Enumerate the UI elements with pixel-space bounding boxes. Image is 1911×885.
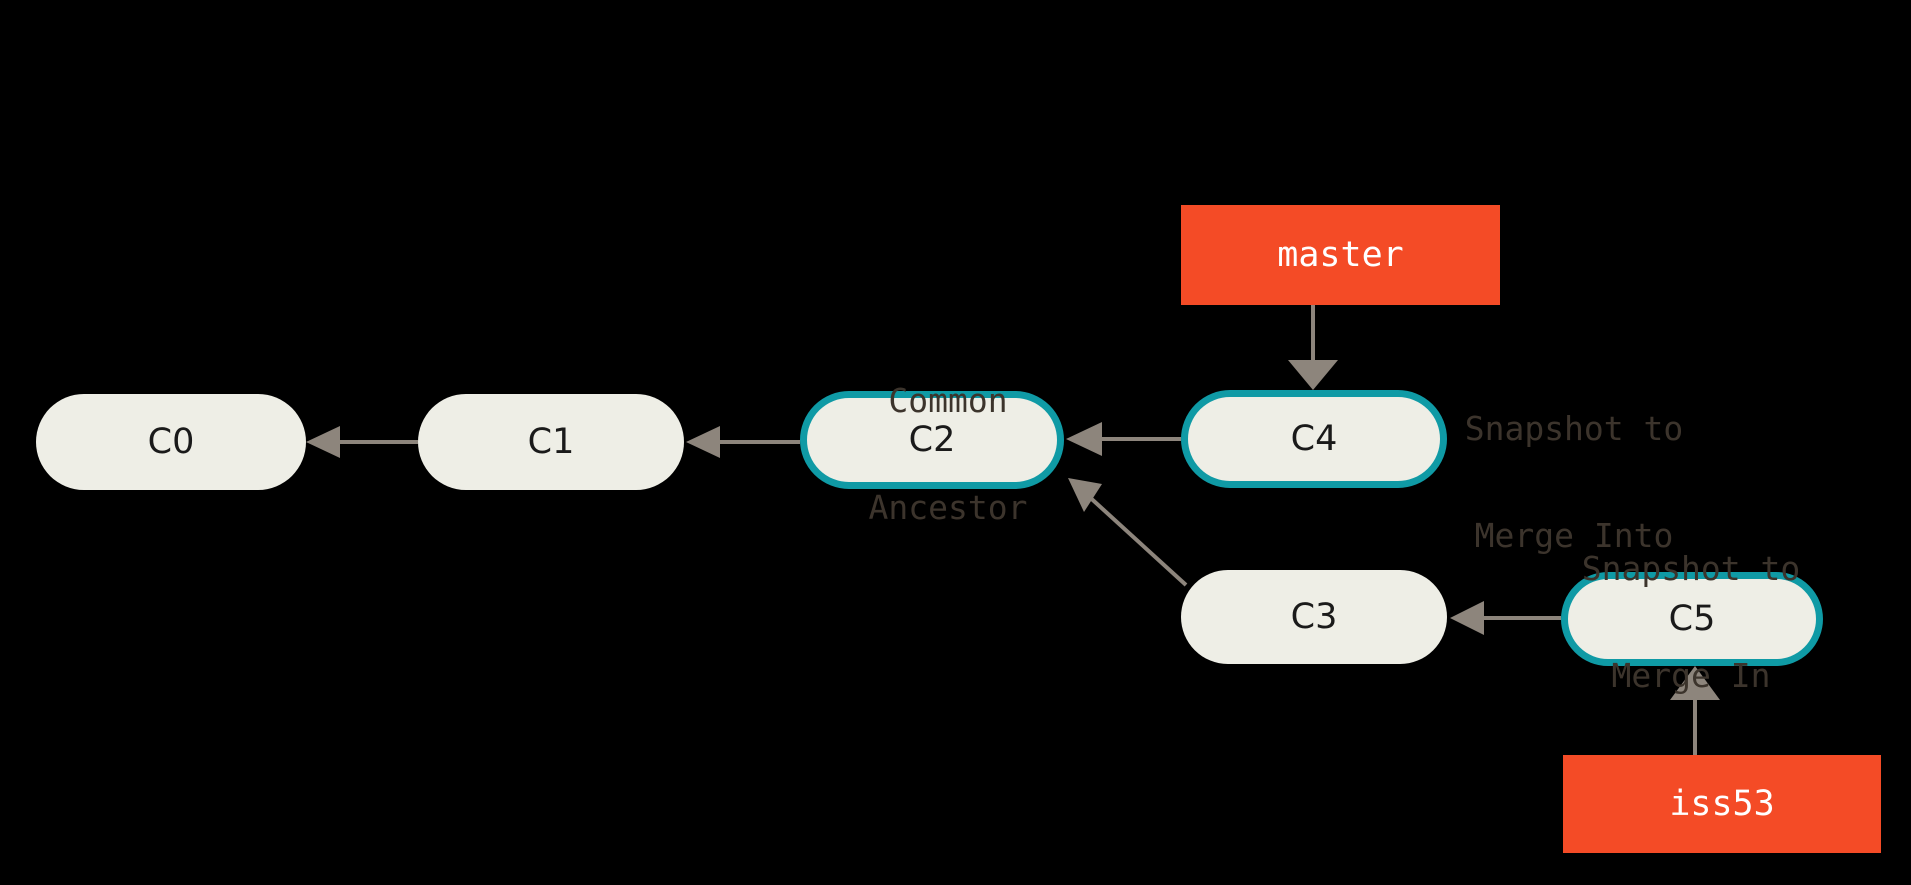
branch-label-master: master xyxy=(1277,234,1404,275)
commit-label-c2: C2 xyxy=(908,419,956,460)
branch-box-master[interactable]: master xyxy=(1181,205,1500,305)
commit-label-c5: C5 xyxy=(1668,598,1716,639)
annotation-snapshot-to-merge-in: Snapshot to Merge In xyxy=(1571,480,1811,765)
edge-c1-to-c0 xyxy=(306,426,418,458)
edge-c3-to-c2 xyxy=(1068,478,1188,587)
edge-c2-to-c1 xyxy=(686,426,800,458)
edge-master-to-c4 xyxy=(1288,305,1338,390)
commit-label-c3: C3 xyxy=(1290,596,1338,637)
edge-c4-to-c2 xyxy=(1066,422,1181,456)
annotation-snapshot-to-merge-into-line2: Merge Into xyxy=(1474,516,1674,556)
branch-label-iss53: iss53 xyxy=(1669,783,1775,824)
commit-node-c1[interactable]: C1 xyxy=(418,394,684,490)
annotation-common-ancestor-line1: Common xyxy=(888,381,1008,421)
commit-node-c4[interactable]: C4 xyxy=(1181,390,1447,488)
branch-box-iss53[interactable]: iss53 xyxy=(1563,755,1881,853)
commit-label-c4: C4 xyxy=(1290,418,1338,459)
commit-node-c2[interactable]: C2 xyxy=(800,391,1064,489)
annotation-snapshot-to-merge-in-line2: Merge In xyxy=(1611,656,1771,696)
commit-node-c5[interactable]: C5 xyxy=(1561,572,1823,666)
commit-node-c0[interactable]: C0 xyxy=(36,394,306,490)
edge-c5-to-c3 xyxy=(1450,601,1561,635)
commit-node-c3[interactable]: C3 xyxy=(1181,570,1447,664)
commit-label-c0: C0 xyxy=(147,421,195,462)
edge-iss53-to-c5 xyxy=(1670,666,1720,755)
annotation-common-ancestor-line2: Ancestor xyxy=(868,488,1028,528)
annotation-snapshot-to-merge-into: Snapshot to Merge Into xyxy=(1454,340,1694,625)
annotation-common-ancestor: Common Ancestor xyxy=(843,312,1053,597)
commit-label-c1: C1 xyxy=(527,421,575,462)
annotation-snapshot-to-merge-into-line1: Snapshot to xyxy=(1464,409,1684,449)
annotation-snapshot-to-merge-in-line1: Snapshot to xyxy=(1581,549,1801,589)
